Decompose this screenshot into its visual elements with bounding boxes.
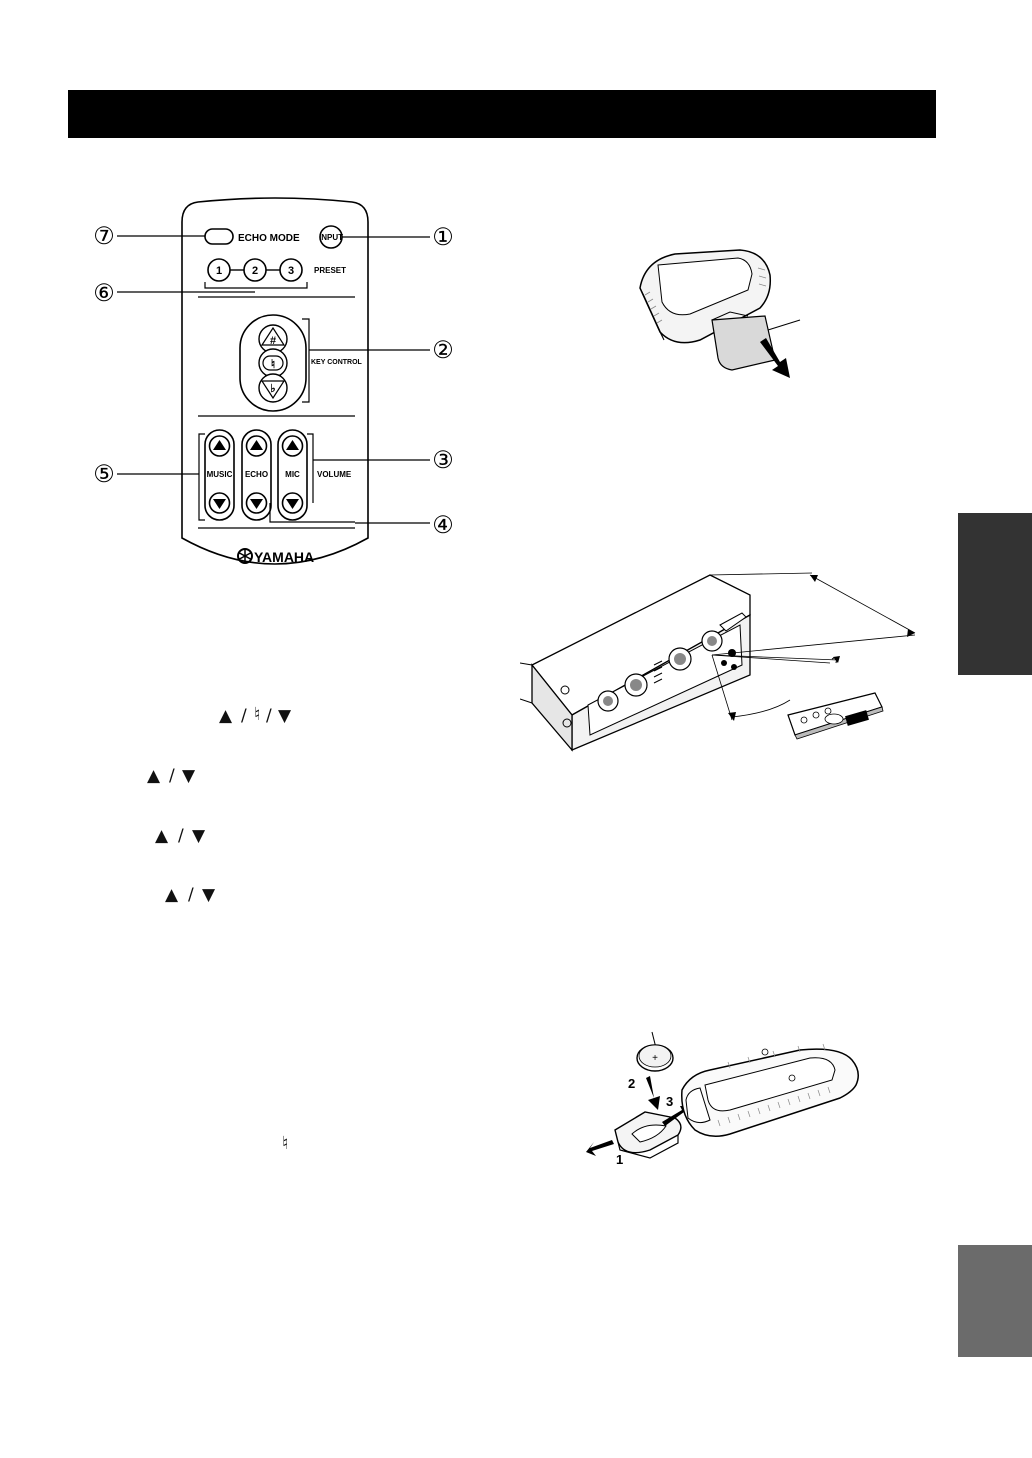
key-control-label: KEY CONTROL [311, 359, 363, 366]
callout-5: ⑤ [93, 461, 115, 488]
key-sharp-label: # [270, 335, 276, 347]
symbol-slash-2: / [266, 706, 272, 726]
symbol-down-1: ▼ [278, 706, 292, 726]
echo-volume-group: ECHO [241, 429, 272, 521]
section-header-bar [68, 90, 936, 138]
battery-plus-label: + [652, 1053, 658, 1064]
music-label: MUSIC [207, 470, 233, 479]
echo-mode-button[interactable] [204, 228, 234, 245]
mic-volume-group: MIC [277, 429, 308, 521]
input-label: INPUT [319, 233, 343, 242]
yamaha-logo-text: YAMAHA [254, 549, 314, 565]
mic-label: MIC [285, 470, 300, 479]
callout-4: ④ [432, 512, 454, 539]
symbol-slash-3: / [169, 766, 175, 786]
symbol-down-4: ▼ [202, 885, 216, 905]
remote-control-diagram: ECHO MODE INPUT 1 2 3 PRESET # ♮ ♭ KEY C… [93, 197, 454, 565]
symbol-up-1: ▲ [219, 706, 233, 726]
battery-step-2-label: 2 [628, 1076, 635, 1091]
echo-mode-label: ECHO MODE [238, 233, 300, 244]
music-volume-group: MUSIC [204, 429, 235, 521]
callout-3: ③ [432, 447, 454, 474]
battery-step-3-label: 3 [666, 1094, 673, 1109]
echo-label: ECHO [245, 470, 268, 479]
symbol-slash-4: / [178, 826, 184, 846]
volume-label: VOLUME [317, 470, 352, 479]
callout-7: ⑦ [93, 223, 115, 250]
symbol-down-3: ▼ [192, 826, 206, 846]
key-natural-label: ♮ [271, 357, 275, 371]
symbol-up-3: ▲ [155, 826, 169, 846]
symbol-natural-2: ♮ [282, 1133, 289, 1154]
remote-operating-range-illustration [520, 572, 916, 752]
side-tab-gray [958, 1245, 1032, 1357]
preset-2-label: 2 [252, 265, 258, 277]
preset-3-label: 3 [288, 265, 294, 277]
callout-6: ⑥ [93, 280, 115, 307]
key-flat-label: ♭ [270, 383, 275, 395]
symbol-slash-1: / [241, 706, 247, 726]
preset-3-button[interactable] [279, 258, 303, 282]
symbol-natural-1: ♮ [254, 704, 261, 725]
symbol-slash-5: / [188, 885, 194, 905]
side-tab-dark [958, 513, 1032, 675]
symbol-down-2: ▼ [182, 766, 196, 786]
insulation-sheet-illustration [639, 249, 801, 378]
callout-2: ② [432, 337, 454, 364]
preset-1-label: 1 [216, 265, 222, 277]
battery-step-1-label: 1 [616, 1152, 623, 1167]
callout-1: ① [432, 224, 454, 251]
battery-replacement-illustration: + 2 1 3 [586, 1031, 859, 1167]
symbol-up-2: ▲ [147, 766, 161, 786]
symbol-up-4: ▲ [165, 885, 179, 905]
preset-label: PRESET [314, 266, 346, 275]
